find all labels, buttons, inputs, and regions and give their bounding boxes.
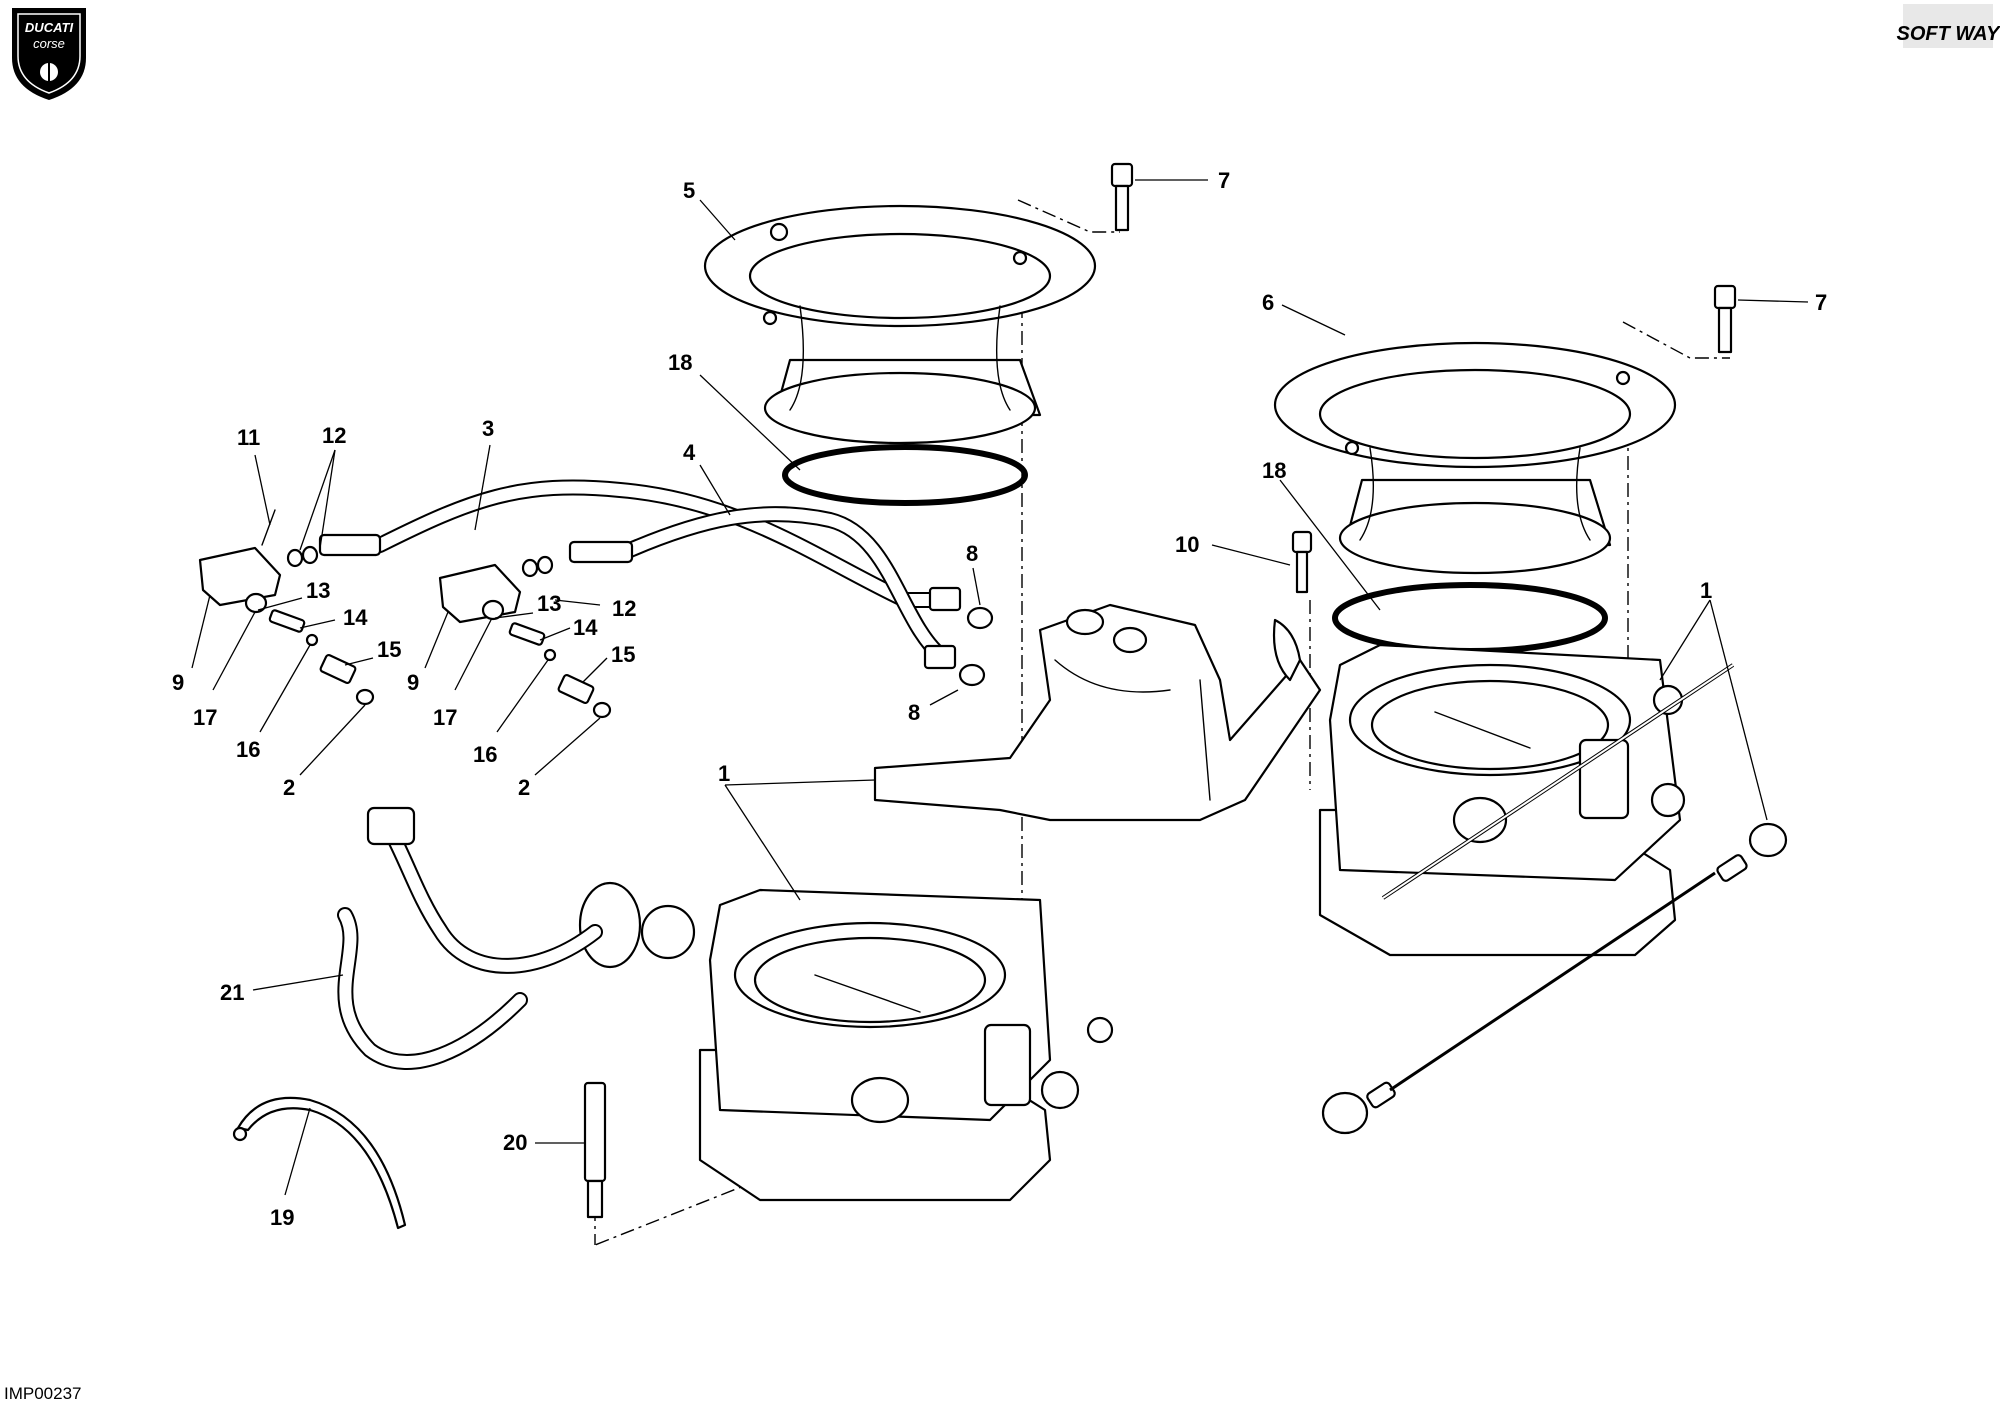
callout-7: 7 [1815,290,1827,315]
callout-20: 20 [503,1130,527,1155]
callout-2: 2 [518,775,530,800]
clip-19 [232,1096,407,1230]
throttle-body-right [1272,618,1686,957]
hose-4 [568,506,957,670]
callout-10: 10 [1175,532,1199,557]
callout-7: 7 [1218,168,1230,193]
callout-14: 14 [343,605,368,630]
svg-text:corse: corse [33,36,65,51]
callout-18: 18 [668,350,692,375]
callout-6: 6 [1262,290,1274,315]
throttle-body-left [578,881,1114,1202]
callout-17: 17 [433,705,457,730]
screw-7-left [1110,162,1134,232]
ducati-corse-logo: DUCATI corse [12,8,86,100]
callout-12: 12 [612,596,636,621]
callout-13: 13 [537,591,561,616]
leader-lines [191,179,1809,1196]
callout-1: 1 [718,761,730,786]
o-ring-right [1332,582,1608,654]
callout-4: 4 [683,440,696,465]
washer-8-upper [966,606,994,630]
air-funnel-right [1273,341,1677,575]
callout-5: 5 [683,178,695,203]
soft-way-logo: SOFT WAY [1897,4,2000,48]
o-ring-left [782,444,1028,506]
callout-8: 8 [966,541,978,566]
callout-3: 3 [482,416,494,441]
linkage-rod [1321,663,1788,1135]
callout-2: 2 [283,775,295,800]
fitting-set-right [438,555,612,719]
air-funnel-left [703,204,1097,445]
callout-17: 17 [193,705,217,730]
callout-15: 15 [377,637,401,662]
screw-10 [1291,530,1313,594]
hose-3 [318,479,962,612]
callout-16: 16 [473,742,497,767]
callout-14: 14 [573,615,598,640]
callout-9: 9 [172,670,184,695]
svg-text:DUCATI: DUCATI [25,20,74,35]
callout-18: 18 [1262,458,1286,483]
callout-21: 21 [220,980,244,1005]
callout-11: 11 [237,425,260,450]
spacer-20 [583,1081,607,1219]
washer-8-lower [958,663,986,687]
callout-8: 8 [908,700,920,725]
intake-manifold [873,603,1322,822]
callout-13: 13 [306,578,330,603]
callout-15: 15 [611,642,635,667]
callout-16: 16 [236,737,260,762]
callout-12: 12 [322,423,346,448]
callout-1: 1 [1700,578,1712,603]
hose-21 [337,806,603,1070]
callout-labels: 5 7 7 6 18 18 11 12 3 4 8 8 10 1 1 13 13… [172,168,1827,1230]
callout-19: 19 [270,1205,294,1230]
screw-7-right [1713,284,1737,354]
callout-9: 9 [407,670,419,695]
svg-text:SOFT WAY: SOFT WAY [1897,23,2000,45]
fitting-set-left [198,509,375,706]
drawing-reference-code: IMP00237 [4,1384,82,1403]
